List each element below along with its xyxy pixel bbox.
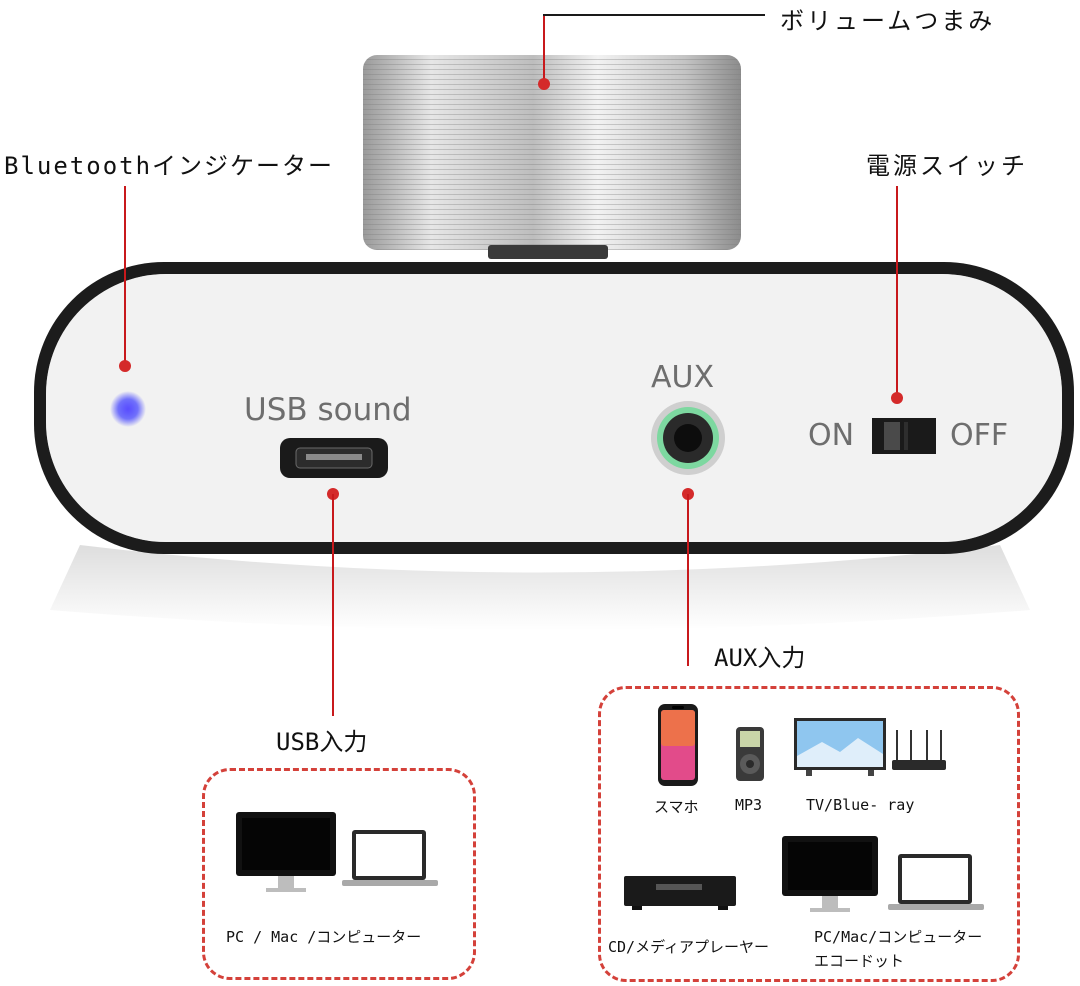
volume-callout-leader (543, 14, 765, 16)
power-callout-line (896, 186, 898, 396)
usb-input-label: USB入力 (276, 728, 368, 756)
monitor-icon (236, 812, 336, 892)
tv-bluray-label: TV/Blue- ray (806, 796, 915, 814)
mp3-label: MP3 (735, 796, 763, 814)
tv-icon (794, 718, 886, 776)
aux-input-label: AUX入力 (714, 644, 806, 672)
volume-knob[interactable] (363, 55, 741, 259)
usb-callout-line (332, 494, 334, 716)
usb-sound-label: USB sound (244, 392, 412, 428)
volume-knob-label: ボリュームつまみ (780, 7, 996, 35)
bluetooth-indicator-label: Bluetoothインジケーター (4, 152, 335, 180)
laptop-icon (888, 854, 984, 910)
power-switch-label: 電源スイッチ (866, 152, 1028, 180)
aux-devices-box (598, 686, 1020, 982)
volume-callout-line (543, 14, 545, 84)
aux-jack[interactable] (651, 401, 725, 475)
usb-devices-box (202, 768, 476, 980)
power-callout-dot (891, 392, 903, 404)
smartphone-label: スマホ (654, 798, 699, 816)
power-switch[interactable] (872, 418, 936, 454)
pc-devices-icons (782, 836, 984, 912)
bluetooth-callout-line (124, 186, 126, 366)
bluetooth-indicator-light (110, 391, 146, 427)
usb-devices-icons (236, 812, 438, 892)
smartphone-icon (658, 704, 698, 786)
volume-callout-dot (538, 78, 550, 90)
cd-media-player-label: CD/メディアプレーヤー (608, 938, 770, 956)
cd-player-icon (624, 876, 736, 910)
echo-dot-label: エコードット (814, 952, 905, 970)
usb-port[interactable] (280, 438, 388, 478)
usb-devices-caption: PC / Mac /コンピューター (226, 928, 422, 946)
monitor-icon (782, 836, 878, 912)
aux-label: AUX (651, 360, 715, 395)
device-illustration (34, 55, 1074, 630)
device-body (34, 262, 1074, 554)
aux-callout-line (687, 494, 689, 666)
pc-mac-label: PC/Mac/コンピューター (814, 928, 983, 946)
switch-off-label: OFF (950, 418, 1009, 453)
mp3-player-icon (736, 727, 764, 781)
router-icon (892, 730, 946, 770)
laptop-icon (342, 830, 438, 886)
switch-on-label: ON (808, 418, 855, 453)
bluetooth-callout-dot (119, 360, 131, 372)
